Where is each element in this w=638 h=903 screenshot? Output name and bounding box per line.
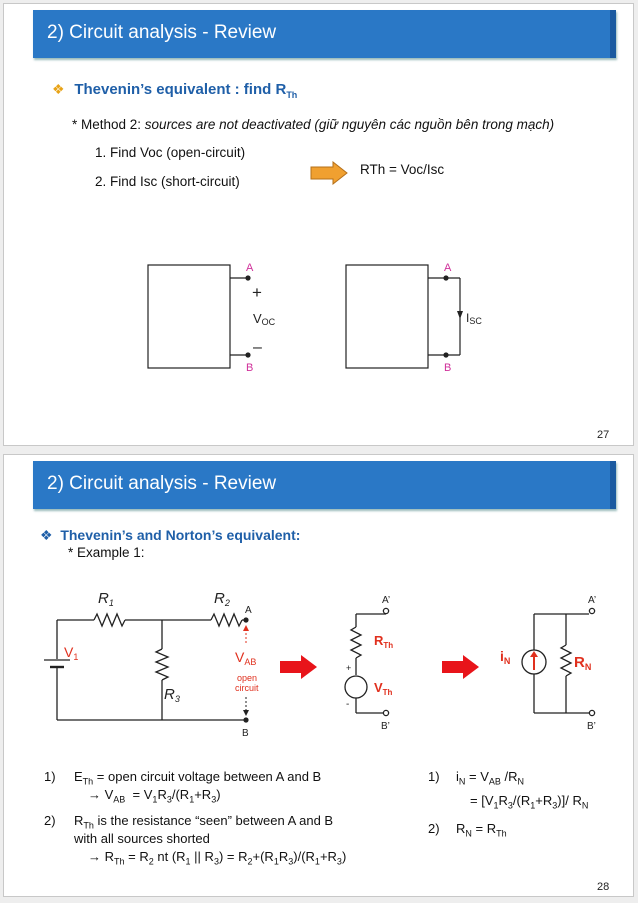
svg-text:open: open: [237, 673, 257, 683]
svg-text:A’: A’: [382, 595, 390, 606]
svg-text:VOC: VOC: [253, 311, 276, 327]
resistor-r1: [93, 612, 126, 628]
svg-text:RTh: RTh: [374, 633, 393, 650]
slide-title: 2) Circuit analysis - Review: [47, 473, 277, 494]
resistor-r3: [154, 648, 170, 681]
note-1-line1: ETh = open circuit voltage between A and…: [74, 769, 322, 787]
open-circuit-diagram: A B + – VOC: [147, 262, 276, 374]
node-b-label: B: [444, 362, 451, 374]
right-note-2-num: 2): [428, 821, 440, 836]
heading-row: ❖ Thevenin’s and Norton’s equivalent:: [40, 527, 300, 544]
title-bar: 2) Circuit analysis - Review: [33, 461, 616, 509]
svg-text:R2: R2: [214, 590, 230, 608]
title-bar: 2) Circuit analysis - Review: [33, 10, 616, 58]
right-note-1-line1: iN = VAB /RN: [456, 769, 525, 787]
note-1-num: 1): [44, 769, 56, 784]
norton-circuit-diagram: A’ B’ iN RN: [500, 595, 596, 732]
slide-28: 2) Circuit analysis - Review ❖ Thevenin’…: [3, 454, 634, 897]
svg-text:VAB: VAB: [235, 649, 256, 667]
svg-text:RN: RN: [574, 654, 591, 672]
red-arrow-icon: [442, 655, 479, 679]
svg-text:R1: R1: [98, 590, 114, 608]
example-circuit-diagram: R1 R2 R3 V1 A B VAB open circuit: [44, 590, 259, 739]
svg-text:+: +: [346, 663, 351, 673]
red-arrow-icon: [280, 655, 317, 679]
isc-label: I: [466, 311, 469, 325]
resistor-r2: [210, 612, 243, 628]
svg-text:VTh: VTh: [374, 680, 393, 697]
right-arrow-icon: [310, 161, 348, 185]
note-2-line1: RTh is the resistance “seen” between A a…: [74, 813, 334, 831]
node-a-label: A: [246, 262, 254, 274]
step-1: 1. Find Voc (open-circuit): [95, 145, 246, 160]
svg-text:B: B: [242, 728, 249, 739]
plus-sign: +: [252, 283, 262, 302]
node-b-label: B: [246, 362, 253, 374]
minus-sign: –: [253, 339, 262, 356]
svg-text:B’: B’: [381, 721, 390, 732]
current-arrow-icon: [457, 311, 463, 319]
svg-text:A’: A’: [588, 595, 596, 606]
resistor-rn: [559, 644, 573, 677]
note-1-line2: → VAB = V1R3/(R1+R3): [88, 787, 221, 805]
step-2: 2. Find Isc (short-circuit): [95, 174, 240, 189]
svg-text:R3: R3: [164, 686, 180, 704]
voltage-source-icon: [344, 675, 368, 699]
page-number: 27: [597, 429, 610, 441]
diamond-bullet-icon: ❖: [52, 81, 65, 97]
voc-sub: OC: [262, 317, 276, 327]
heading-text: Thevenin’s and Norton’s equivalent:: [60, 527, 301, 543]
right-note-1-line2: = [V1R3/(R1+R3)]/ RN: [470, 793, 589, 811]
note-2-line2: with all sources shorted: [74, 831, 210, 846]
resistor-rth: [349, 626, 363, 659]
svg-text:A: A: [245, 605, 252, 616]
note-2-line3: → RTh = R2 nt (R1 || R3) = R2+(R1R3)/(R1…: [88, 849, 347, 867]
svg-text:ISC: ISC: [466, 311, 482, 326]
node-a-label: A: [444, 262, 452, 274]
voc-label: V: [253, 311, 262, 326]
rth-result: RTh = Voc/Isc: [360, 162, 445, 177]
diamond-bullet-icon: ❖: [40, 527, 53, 543]
heading-row: ❖ Thevenin’s equivalent : find RTh: [52, 81, 297, 100]
heading-text: Thevenin’s equivalent : find RTh: [74, 81, 298, 100]
slide-title: 2) Circuit analysis - Review: [47, 22, 277, 43]
svg-text:iN: iN: [500, 648, 510, 666]
short-circuit-diagram: A B ISC: [345, 262, 482, 374]
isc-sub: SC: [469, 316, 482, 326]
svg-text:circuit: circuit: [235, 683, 259, 693]
svg-text:B’: B’: [587, 721, 596, 732]
slide-27: 2) Circuit analysis - Review ❖ Thevenin’…: [3, 3, 634, 446]
svg-text:V1: V1: [64, 644, 78, 662]
note-2-num: 2): [44, 813, 56, 828]
svg-text:-: -: [346, 699, 349, 710]
example-label: * Example 1:: [68, 545, 145, 560]
thevenin-circuit-diagram: A’ B’ + - RTh VTh: [344, 595, 393, 732]
right-note-2-line1: RN = RTh: [456, 821, 507, 839]
right-note-1-num: 1): [428, 769, 440, 784]
page-number: 28: [597, 881, 610, 893]
method-text: * Method 2: sources are not deactivated …: [72, 117, 555, 132]
